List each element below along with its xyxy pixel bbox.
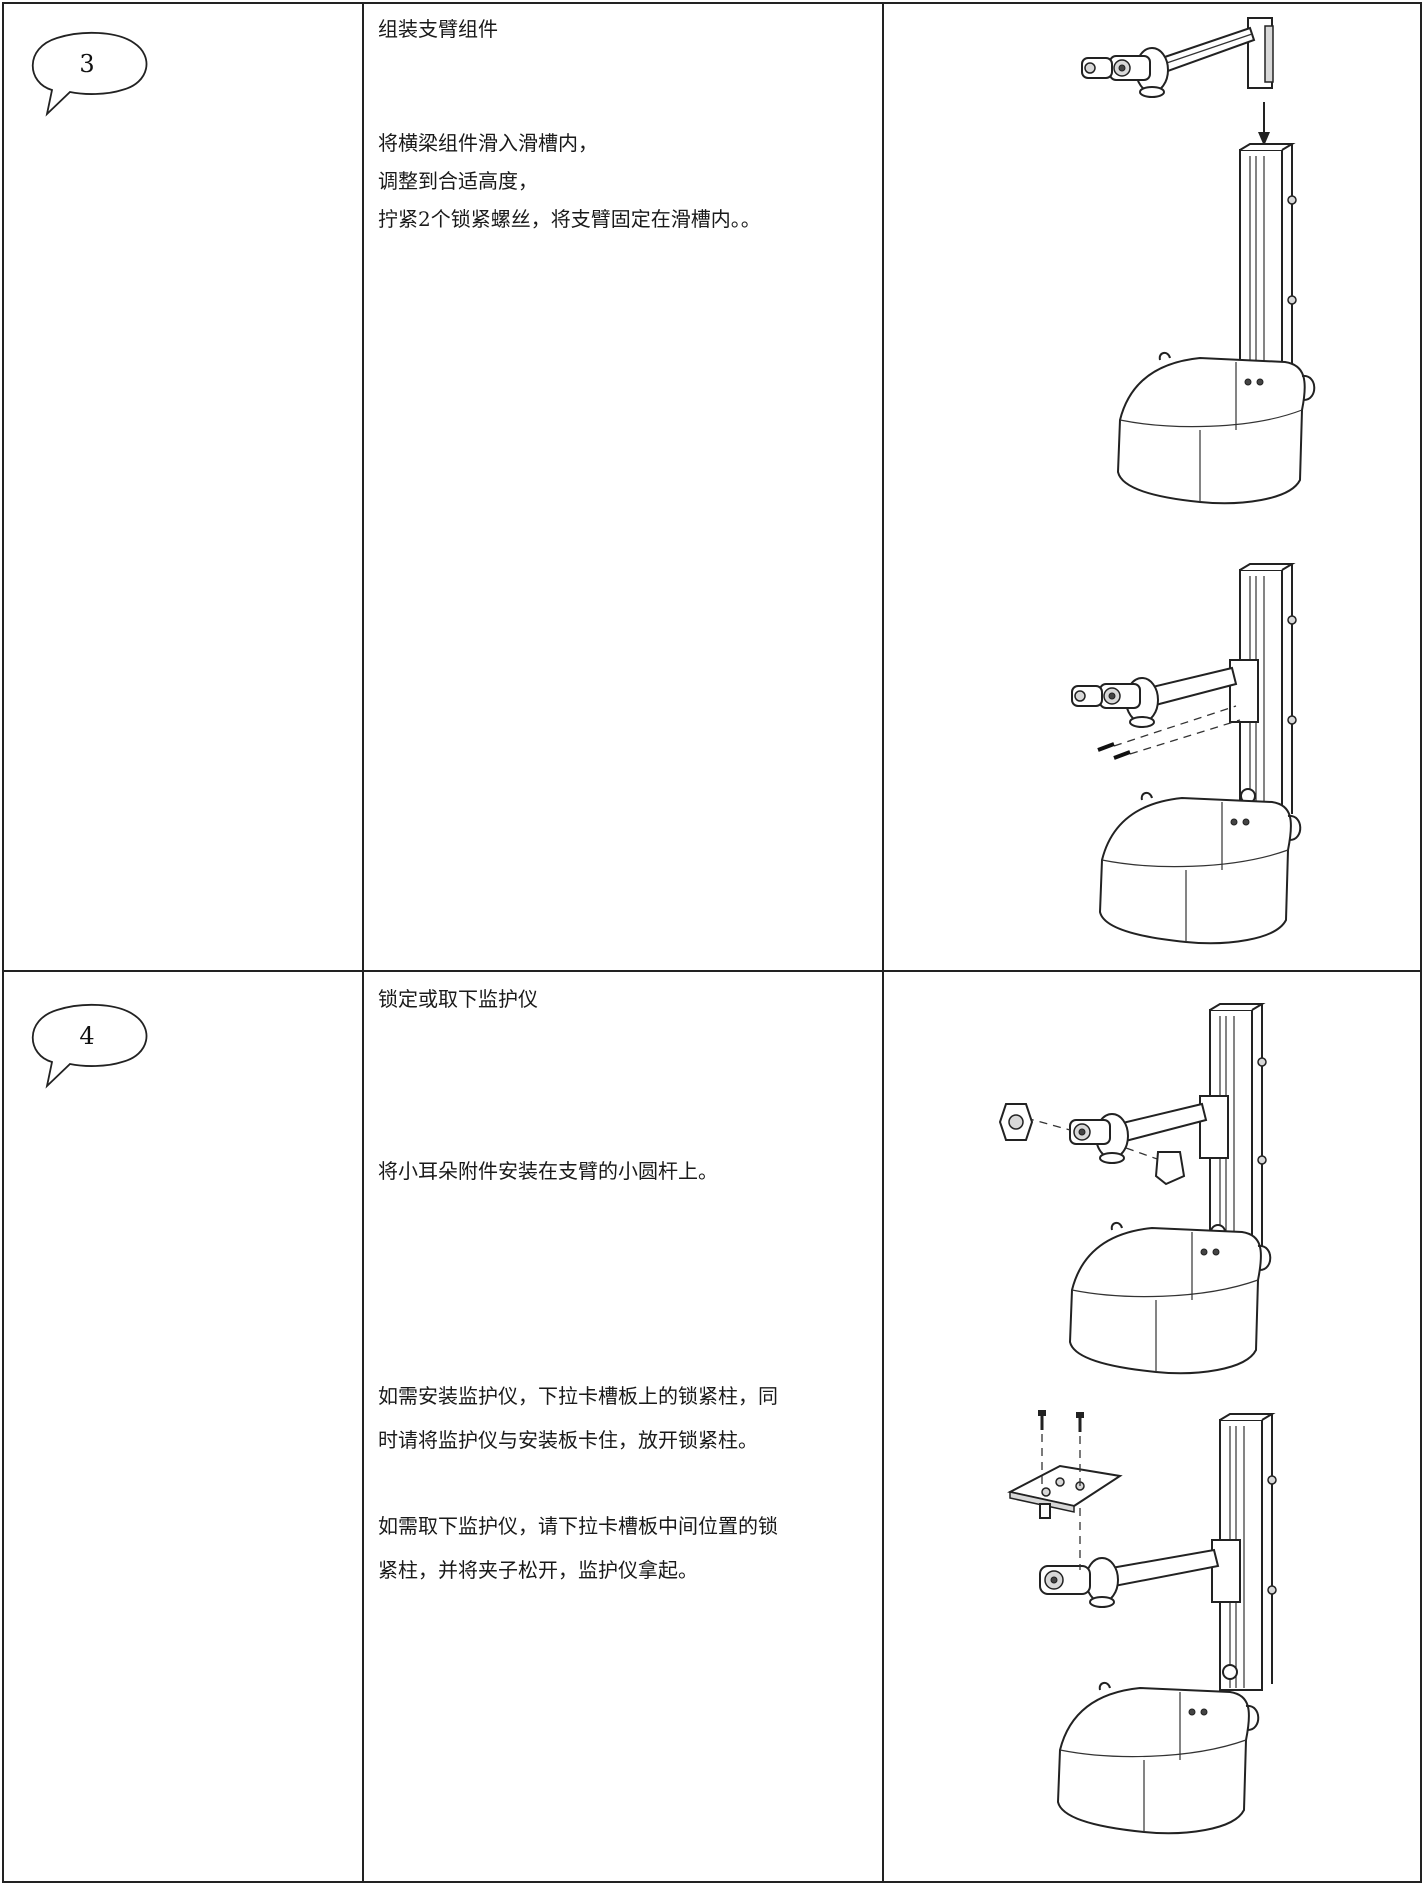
screw-icon [1097, 705, 1241, 760]
step-4-figure-ear-attachment [998, 1003, 1272, 1375]
step-3-line-3: 拧紧2个锁紧螺丝，将支臂固定在滑槽内。。 [378, 207, 761, 231]
step-4-para-b: 如需安装监护仪，下拉卡槽板上的锁紧柱，同 时请将监护仪与安装板卡住，放开锁紧柱。 [378, 1374, 778, 1462]
table-divider-col2 [882, 2, 884, 1883]
speech-bubble-icon [31, 31, 148, 117]
table-row-divider [2, 970, 1422, 972]
step-4-para-a-line-1: 将小耳朵附件安装在支臂的小圆杆上。 [378, 1159, 718, 1183]
column-icon [1239, 143, 1297, 381]
step-4-para-b-line-2: 时请将监护仪与安装板卡住，放开锁紧柱。 [378, 1428, 758, 1452]
arm-assembly-icon [1069, 1095, 1229, 1164]
step-3-line-2: 调整到合适高度， [378, 169, 538, 193]
step-4-para-b-line-1: 如需安装监护仪，下拉卡槽板上的锁紧柱，同 [378, 1384, 778, 1408]
step-3-line-1: 将横梁组件滑入滑槽内， [378, 131, 598, 155]
step-4-para-c-line-2: 紧柱，并将夹子松开，监护仪拿起。 [378, 1558, 698, 1582]
mount-plate-icon [1007, 1464, 1123, 1519]
basket-icon [1056, 1682, 1260, 1835]
arm-assembly-icon [1081, 17, 1274, 98]
table-border-right [1420, 2, 1422, 1883]
table-border-left [2, 2, 4, 1883]
table-border-bottom [2, 1881, 1422, 1883]
step-4-para-c-line-1: 如需取下监护仪，请下拉卡槽板中间位置的锁 [378, 1514, 778, 1538]
step-3-figure-arm-mounted [1071, 563, 1302, 945]
down-arrow-icon [1258, 102, 1270, 146]
basket-icon [1098, 792, 1302, 945]
step-3-number: 3 [79, 50, 95, 78]
step-4-bubble: 4 [22, 1000, 152, 1090]
step-4-title: 锁定或取下监护仪 [378, 987, 538, 1011]
arm-assembly-icon [1039, 1539, 1241, 1608]
table-divider-col1 [362, 2, 364, 1883]
table-border-top [2, 2, 1422, 4]
step-3-title: 组装支臂组件 [378, 17, 498, 41]
basket-icon [1068, 1222, 1272, 1375]
ear-attachment-icon [998, 1103, 1186, 1186]
step-3-text: 组装支臂组件 将横梁组件滑入滑槽内， 调整到合适高度， 拧紧2个锁紧螺丝，将支臂… [378, 10, 761, 238]
basket-icon [1116, 352, 1316, 505]
step-4-para-c: 如需取下监护仪，请下拉卡槽板中间位置的锁 紧柱，并将夹子松开，监护仪拿起。 [378, 1504, 778, 1592]
step-4-title-block: 锁定或取下监护仪 [378, 980, 538, 1018]
step-4-number: 4 [79, 1022, 95, 1050]
step-3-bubble: 3 [22, 28, 152, 118]
speech-bubble-icon [31, 1003, 148, 1089]
screw-icon [1038, 1410, 1084, 1570]
step-4-figure-mount-plate [1007, 1410, 1277, 1835]
step-4-para-a: 将小耳朵附件安装在支臂的小圆杆上。 [378, 1152, 718, 1190]
arm-assembly-icon [1071, 659, 1259, 728]
step-3-figure-arm-insert [1081, 17, 1316, 505]
